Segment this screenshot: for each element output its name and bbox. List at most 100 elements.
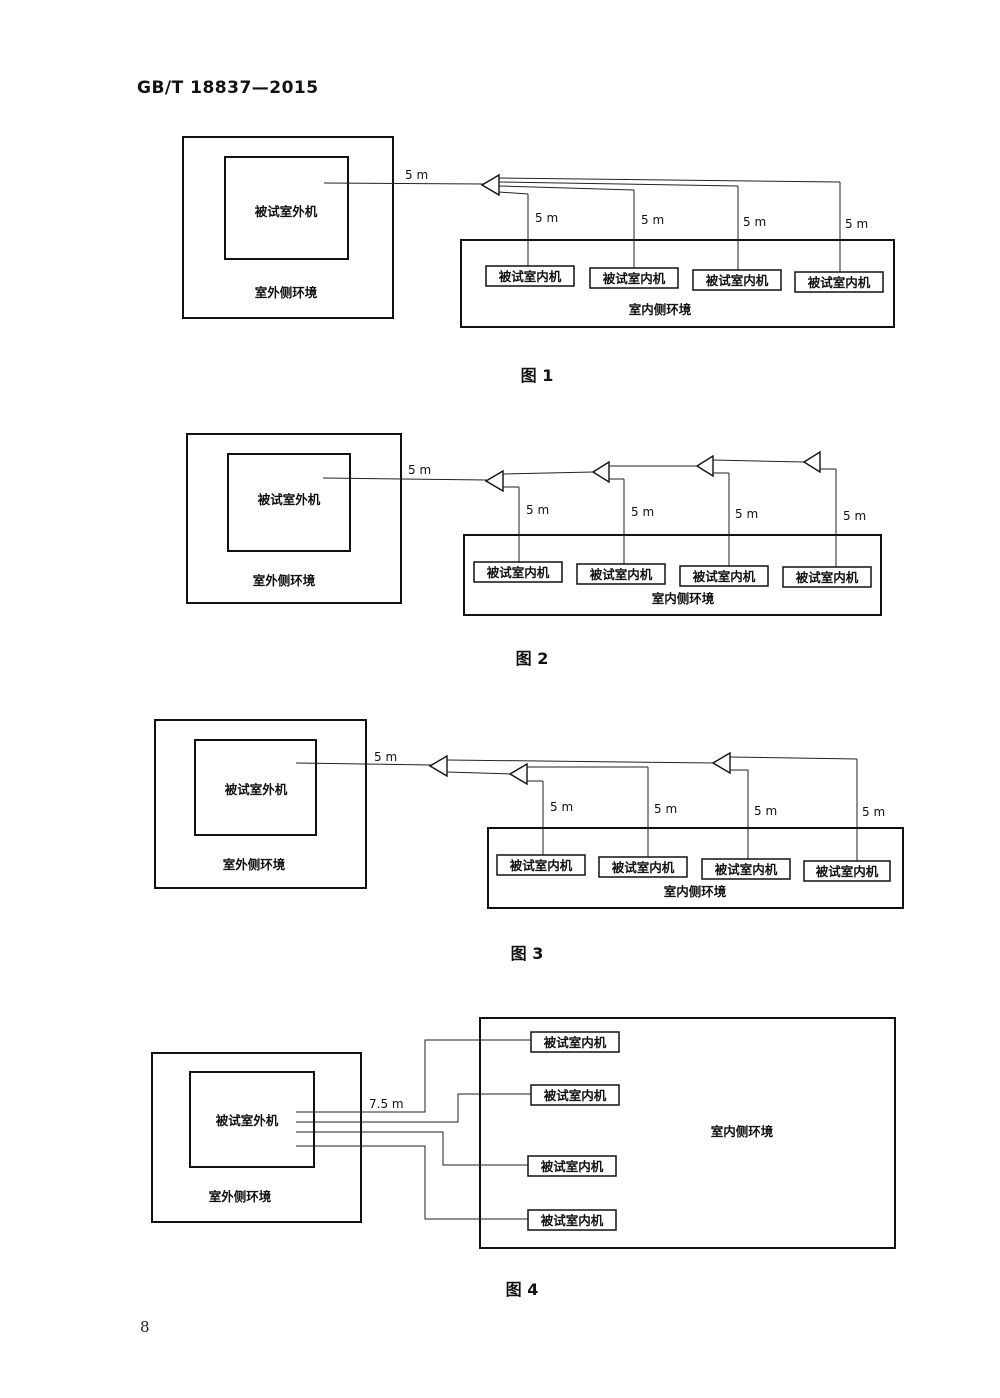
indoor-unit-box bbox=[701, 858, 791, 880]
main-pipe bbox=[323, 182, 485, 185]
figure-1: 被试室外机 室外侧环境 室内侧环境 5 m 5 m 5 m 5 m 5 m 被试… bbox=[182, 136, 895, 385]
pipe-line bbox=[296, 1131, 528, 1166]
indoor-unit-label: 被试室内机 bbox=[706, 273, 769, 288]
distributor-icon bbox=[428, 754, 448, 778]
indoor-unit-box bbox=[530, 1031, 620, 1053]
indoor-unit-box bbox=[679, 565, 769, 587]
indoor-env-label: 室内侧环境 bbox=[664, 884, 727, 899]
indoor-unit-label: 被试室内机 bbox=[544, 1035, 607, 1050]
indoor-unit-label: 被试室内机 bbox=[808, 275, 871, 290]
pipe-line bbox=[296, 1145, 528, 1220]
branch-length: 5 m bbox=[550, 800, 573, 814]
main-pipe-length: 5 m bbox=[408, 463, 431, 477]
indoor-unit-label: 被试室内机 bbox=[510, 858, 573, 873]
page-number: 8 bbox=[140, 1318, 150, 1336]
indoor-unit-box bbox=[527, 1209, 617, 1231]
indoor-unit-label: 被试室内机 bbox=[715, 862, 778, 877]
branch-length: 5 m bbox=[735, 507, 758, 521]
outdoor-environment-box bbox=[186, 433, 402, 604]
outdoor-environment-box bbox=[182, 136, 394, 319]
outdoor-unit-box bbox=[194, 739, 317, 836]
indoor-unit-box bbox=[782, 566, 872, 588]
indoor-unit-box bbox=[803, 860, 891, 882]
indoor-unit-label: 被试室内机 bbox=[544, 1088, 607, 1103]
indoor-environment-box bbox=[460, 239, 895, 328]
indoor-unit-label: 被试室内机 bbox=[541, 1213, 604, 1228]
indoor-unit-label: 被试室内机 bbox=[612, 860, 675, 875]
indoor-unit-label: 被试室内机 bbox=[603, 271, 666, 286]
indoor-environment-box bbox=[479, 1017, 896, 1249]
branch-line bbox=[502, 471, 594, 475]
indoor-unit-label: 被试室内机 bbox=[541, 1159, 604, 1174]
outdoor-unit-label: 被试室外机 bbox=[216, 1113, 279, 1128]
indoor-unit-box bbox=[692, 269, 782, 291]
indoor-env-label: 室内侧环境 bbox=[652, 591, 715, 606]
branch-length: 5 m bbox=[526, 503, 549, 517]
branch-length: 5 m bbox=[631, 505, 654, 519]
main-pipe-length: 5 m bbox=[374, 750, 397, 764]
branch-length: 5 m bbox=[743, 215, 766, 229]
branch-line bbox=[498, 191, 529, 195]
main-pipe bbox=[322, 477, 488, 481]
outdoor-environment-box bbox=[151, 1052, 362, 1223]
branch-length: 5 m bbox=[535, 211, 558, 225]
branch-length: 5 m bbox=[843, 509, 866, 523]
figure-2: 被试室外机 室外侧环境 室内侧环境 5 m 5 m 5 m 5 m bbox=[186, 433, 882, 668]
indoor-unit-box bbox=[589, 267, 679, 289]
distributor-icon bbox=[695, 454, 714, 478]
indoor-unit-label: 被试室内机 bbox=[499, 269, 562, 284]
indoor-unit-box bbox=[598, 856, 688, 878]
outdoor-unit-label: 被试室外机 bbox=[258, 492, 321, 507]
indoor-unit-box bbox=[527, 1155, 617, 1177]
figure-caption: 图 4 bbox=[506, 1280, 539, 1299]
indoor-unit-box bbox=[496, 854, 586, 876]
outdoor-unit-box bbox=[227, 453, 351, 552]
branch-line bbox=[729, 756, 858, 760]
indoor-unit-box bbox=[485, 265, 575, 287]
distributor-icon bbox=[591, 460, 610, 484]
outdoor-env-label: 室外侧环境 bbox=[253, 573, 316, 588]
indoor-unit-box bbox=[794, 271, 884, 293]
indoor-env-label: 室内侧环境 bbox=[629, 302, 692, 317]
distributor-icon bbox=[711, 751, 731, 775]
figure-3: 被试室外机 室外侧环境 室内侧环境 5 m 5 m 5 m 5 m 5 m bbox=[154, 719, 904, 963]
figure-caption: 图 2 bbox=[516, 649, 549, 668]
branch-line bbox=[498, 177, 841, 183]
indoor-env-label: 室内侧环境 bbox=[711, 1124, 774, 1139]
indoor-unit-box bbox=[473, 561, 563, 583]
branch-length: 5 m bbox=[654, 802, 677, 816]
branch-line bbox=[446, 771, 513, 775]
distributor-icon bbox=[802, 450, 821, 474]
distributor-icon bbox=[484, 469, 504, 493]
standard-code: GB/T 18837—2015 bbox=[137, 78, 319, 98]
indoor-unit-label: 被试室内机 bbox=[796, 570, 859, 585]
distributor-icon bbox=[480, 173, 500, 197]
outdoor-env-label: 室外侧环境 bbox=[255, 285, 318, 300]
indoor-unit-label: 被试室内机 bbox=[487, 565, 550, 580]
distributor-icon bbox=[508, 762, 528, 786]
indoor-unit-label: 被试室内机 bbox=[816, 864, 879, 879]
indoor-environment-box bbox=[487, 827, 904, 909]
branch-length: 5 m bbox=[641, 213, 664, 227]
branch-line bbox=[712, 459, 805, 463]
outdoor-env-label: 室外侧环境 bbox=[223, 857, 286, 872]
outdoor-env-label: 室外侧环境 bbox=[209, 1189, 272, 1204]
branch-line bbox=[498, 181, 739, 187]
indoor-unit-box bbox=[530, 1084, 620, 1106]
pipe-line bbox=[296, 1093, 531, 1123]
branch-line bbox=[498, 185, 635, 191]
indoor-unit-label: 被试室内机 bbox=[590, 567, 653, 582]
branch-line bbox=[446, 759, 715, 764]
indoor-unit-label: 被试室内机 bbox=[693, 569, 756, 584]
main-pipe-length: 5 m bbox=[405, 168, 428, 182]
pipe-length: 7.5 m bbox=[369, 1097, 404, 1111]
indoor-unit-box bbox=[576, 563, 666, 585]
outdoor-unit-box bbox=[224, 156, 349, 260]
branch-length: 5 m bbox=[754, 804, 777, 818]
figure-4: 被试室外机 室外侧环境 室内侧环境 7.5 m 被试室内机 被试室内机 被试室内… bbox=[151, 1017, 896, 1299]
indoor-environment-box bbox=[463, 534, 882, 616]
pipe-line bbox=[296, 1039, 531, 1113]
outdoor-environment-box bbox=[154, 719, 367, 889]
